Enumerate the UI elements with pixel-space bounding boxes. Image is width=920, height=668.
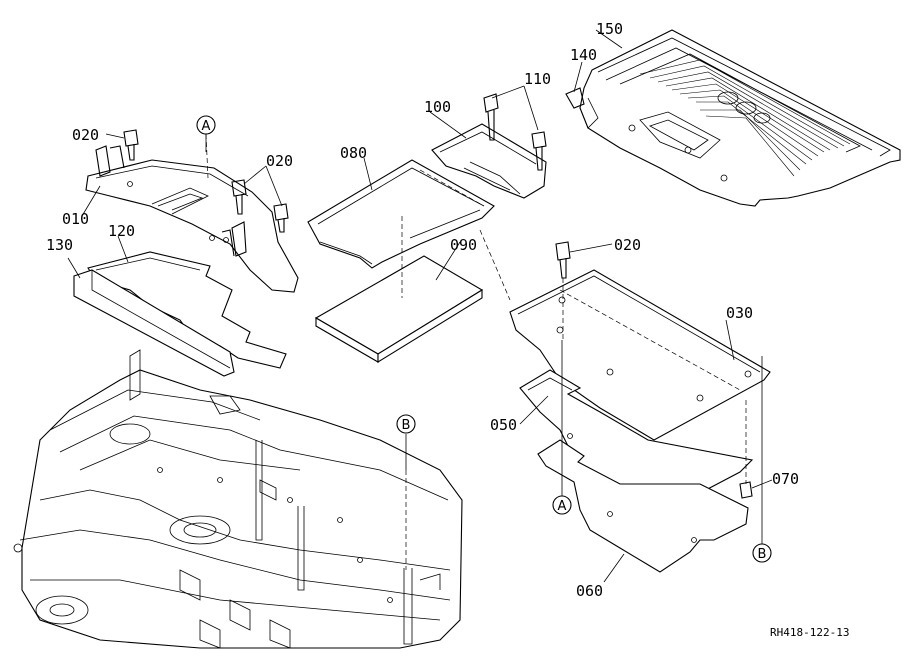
- part-020-bolt-right: [555, 241, 571, 340]
- reference-markers: A B A B: [196, 115, 772, 563]
- part-010-bracket: [85, 133, 299, 293]
- callout-020-mid: 020: [266, 152, 293, 170]
- callout-130: 130: [46, 236, 73, 254]
- leader-lines: [67, 29, 773, 583]
- part-110-bolts: [483, 93, 547, 171]
- ref-marker-b-top: B: [396, 414, 416, 434]
- drawing-code: RH418-122-13: [770, 626, 849, 639]
- part-080-cover-plate: [307, 159, 495, 269]
- part-020-bolts-left: [123, 129, 289, 233]
- ref-marker-a-bottom: A: [552, 495, 572, 515]
- callout-030: 030: [726, 304, 753, 322]
- part-150-floor-plate: [565, 29, 901, 207]
- callout-010: 010: [62, 210, 89, 228]
- ref-letter-a-top: A: [202, 119, 211, 134]
- chassis-frame: [13, 349, 463, 649]
- ref-marker-a-top: A: [196, 115, 216, 135]
- ref-marker-b-bottom: B: [752, 543, 772, 563]
- callout-120: 120: [108, 222, 135, 240]
- callout-100: 100: [424, 98, 451, 116]
- callout-070: 070: [772, 470, 799, 488]
- part-100-bracket: [431, 123, 547, 199]
- ref-letter-a-bottom: A: [558, 499, 567, 514]
- part-130-long-strip: [73, 269, 235, 377]
- callout-020-right: 020: [614, 236, 641, 254]
- callout-020-top-left: 020: [72, 126, 99, 144]
- part-070-bolt: [739, 400, 753, 499]
- callout-090: 090: [450, 236, 477, 254]
- callout-080: 080: [340, 144, 367, 162]
- callout-050: 050: [490, 416, 517, 434]
- ref-letter-b-top: B: [402, 418, 411, 433]
- callout-110: 110: [524, 70, 551, 88]
- part-callouts: 150 140 110 100 080 090 020 020 010 120 …: [46, 20, 799, 600]
- part-060-mat: [537, 439, 749, 573]
- part-090-mat-block: [314, 216, 484, 363]
- ref-letter-b-bottom: B: [758, 547, 767, 562]
- callout-060: 060: [576, 582, 603, 600]
- callout-150: 150: [596, 20, 623, 38]
- callout-140: 140: [570, 46, 597, 64]
